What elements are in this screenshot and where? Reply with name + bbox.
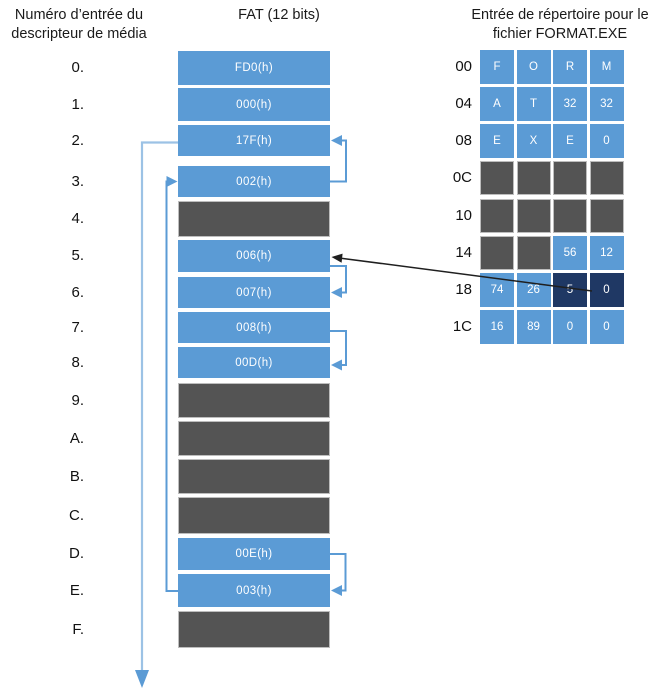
- dir-cell-0C-2: [553, 161, 587, 195]
- fat-index-0: 0.: [71, 59, 84, 76]
- fat-index-A: A.: [69, 430, 84, 447]
- dir-offset-18: 18: [455, 281, 472, 298]
- dir-cell-18-1: 26: [516, 273, 551, 307]
- dir-cell-18-3-start-cluster: 0: [589, 273, 624, 307]
- fat-index-3: 3.: [71, 173, 84, 190]
- fat-cell-A: [178, 421, 330, 456]
- directory-heading-line1: Entrée de répertoire pour le: [471, 7, 649, 23]
- dir-cell-14-3: 12: [589, 236, 624, 270]
- dir-offset-08: 08: [455, 132, 472, 149]
- fat-cell-F: [178, 611, 330, 648]
- dir-cell-04-1: T: [516, 87, 551, 121]
- arrow-fat-E-to-3: [165, 176, 178, 592]
- fat-index-9: 9.: [71, 392, 84, 409]
- fat-cell-E: 003(h): [178, 574, 330, 607]
- dir-cell-00-1: O: [516, 50, 551, 84]
- dir-cell-0C-3: [589, 161, 624, 195]
- dir-cell-04-2: 32: [553, 87, 587, 121]
- dir-cell-1C-0: 16: [480, 310, 514, 344]
- dir-cell-10-1: [516, 199, 551, 233]
- fat-cell-5: 006(h): [178, 240, 330, 272]
- dir-offset-14: 14: [455, 244, 472, 261]
- dir-cell-10-2: [553, 199, 587, 233]
- dir-offset-10: 10: [455, 207, 472, 224]
- fat-cell-9: [178, 383, 330, 418]
- arrow-fat-7-to-8: [330, 330, 347, 371]
- dir-cell-08-2: E: [553, 124, 587, 158]
- dir-cell-10-3: [589, 199, 624, 233]
- dir-cell-1C-2: 0: [553, 310, 587, 344]
- fat-index-D: D.: [69, 545, 84, 562]
- dir-offset-1C: 1C: [452, 318, 472, 335]
- dir-cell-18-2-start-cluster: 5: [553, 273, 587, 307]
- dir-offset-04: 04: [455, 95, 472, 112]
- dir-cell-1C-1: 89: [516, 310, 551, 344]
- dir-cell-14-0: [480, 236, 514, 270]
- dir-cell-1C-3: 0: [589, 310, 624, 344]
- fat-index-8: 8.: [71, 354, 84, 371]
- fat-cell-B: [178, 459, 330, 494]
- media-descriptor-heading-line1: Numéro d’entrée du: [14, 7, 144, 23]
- dir-cell-00-3: M: [589, 50, 624, 84]
- arrow-fat-3-to-2: [330, 135, 347, 183]
- fat-cell-7: 008(h): [178, 312, 330, 343]
- directory-heading-line2: fichier FORMAT.EXE: [492, 25, 628, 42]
- dir-offset-0C: 0C: [452, 169, 472, 186]
- fat-index-6: 6.: [71, 284, 84, 301]
- media-descriptor-heading: Numéro d’entrée du descripteur de média: [2, 6, 156, 43]
- fat-index-2: 2.: [71, 132, 84, 149]
- media-descriptor-heading-line2: descripteur de média: [11, 25, 147, 42]
- fat-cell-0: FD0(h): [178, 51, 330, 85]
- dir-cell-08-3: 0: [589, 124, 624, 158]
- dir-cell-14-1: [516, 236, 551, 270]
- fat-index-E: E.: [69, 582, 84, 599]
- fat-index-B: B.: [69, 468, 84, 485]
- fat-cell-4: [178, 201, 330, 237]
- arrow-fat-2-continuation: [135, 141, 178, 688]
- dir-cell-10-0: [480, 199, 514, 233]
- fat-index-4: 4.: [71, 210, 84, 227]
- fat-index-1: 1.: [71, 96, 84, 113]
- fat-index-C: C.: [69, 507, 84, 524]
- fat-cell-8: 00D(h): [178, 347, 330, 378]
- dir-cell-0C-1: [516, 161, 551, 195]
- fat-index-7: 7.: [71, 319, 84, 336]
- dir-cell-04-3: 32: [589, 87, 624, 121]
- fat-index-F: F.: [72, 621, 84, 638]
- fat-cell-1: 000(h): [178, 88, 330, 121]
- fat-cell-C: [178, 497, 330, 534]
- dir-cell-14-2: 56: [553, 236, 587, 270]
- dir-cell-00-0: F: [480, 50, 514, 84]
- arrow-fat-5-to-6: [330, 265, 347, 298]
- dir-cell-08-0: E: [480, 124, 514, 158]
- dir-cell-00-2: R: [553, 50, 587, 84]
- arrow-fat-D-to-E: [330, 553, 347, 596]
- fat-heading: FAT (12 bits): [238, 7, 320, 23]
- dir-cell-18-0: 74: [480, 273, 514, 307]
- dir-cell-0C-0: [480, 161, 514, 195]
- fat-cell-6: 007(h): [178, 277, 330, 308]
- fat-index-5: 5.: [71, 247, 84, 264]
- dir-cell-04-0: A: [480, 87, 514, 121]
- dir-offset-00: 00: [455, 58, 472, 75]
- directory-heading: Entrée de répertoire pour le fichier FOR…: [460, 6, 660, 43]
- fat-cell-3: 002(h): [178, 166, 330, 197]
- fat-cell-2: 17F(h): [178, 125, 330, 156]
- fat-cell-D: 00E(h): [178, 538, 330, 570]
- dir-cell-08-1: X: [516, 124, 551, 158]
